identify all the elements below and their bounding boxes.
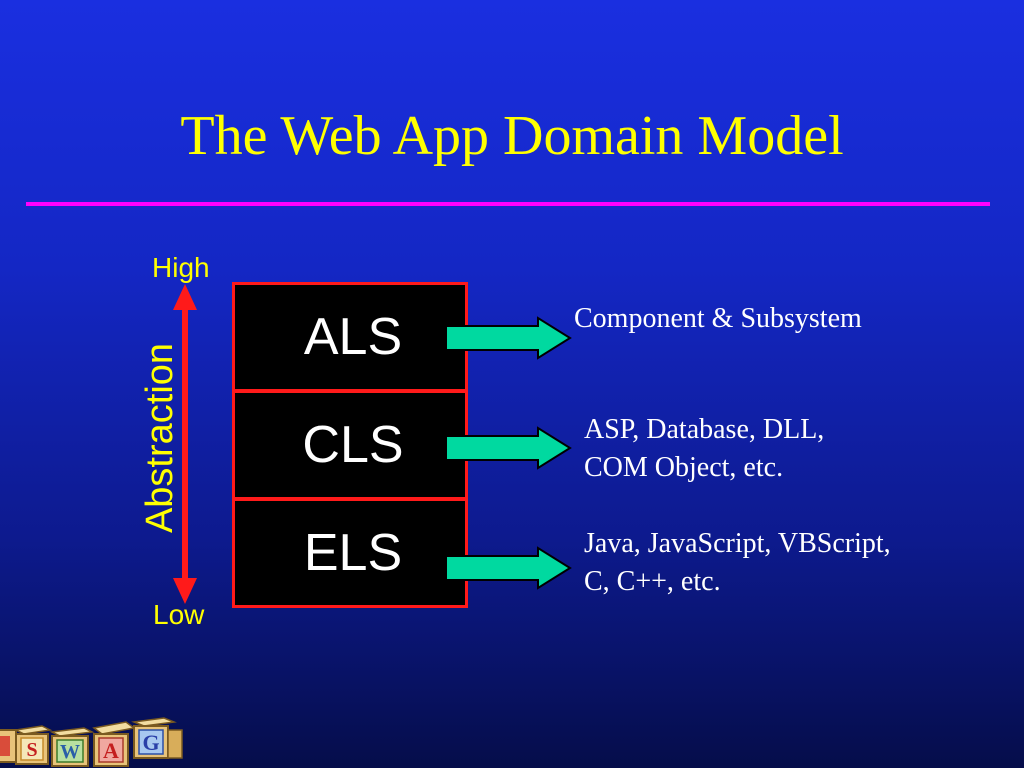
right-arrow-icon <box>445 546 572 590</box>
swag-blocks-logo: S W A G <box>0 717 183 767</box>
right-arrow-icon <box>445 426 572 470</box>
layer-box-cls: CLS <box>232 390 468 500</box>
abstraction-double-arrow <box>173 284 197 604</box>
layer-label-cls: CLS <box>302 416 404 474</box>
description-line: Component & Subsystem <box>574 303 862 334</box>
logo-letter: S <box>26 739 37 761</box>
layer-stack: ALS CLS ELS <box>232 282 468 608</box>
logo-letter: G <box>142 730 159 755</box>
axis-high-label: High <box>152 252 210 283</box>
logo-block-w-icon: W <box>49 727 95 767</box>
layer-description-els: Java, JavaScript, VBScript, C, C++, etc. <box>584 525 891 601</box>
layer-description-als: Component & Subsystem <box>574 300 862 338</box>
logo-block-a-icon: A <box>92 721 136 767</box>
layer-description-cls: ASP, Database, DLL, COM Object, etc. <box>584 411 824 487</box>
logo-letter: W <box>60 741 80 763</box>
description-line: COM Object, etc. <box>584 452 784 483</box>
layer-label-als: ALS <box>303 308 403 366</box>
logo-letter: A <box>103 738 119 763</box>
slide-title: The Web App Domain Model <box>180 105 844 167</box>
layer-box-els: ELS <box>232 498 468 608</box>
axis-low-label: Low <box>153 599 205 630</box>
description-line: ASP, Database, DLL, <box>584 414 825 445</box>
layer-box-als: ALS <box>232 282 468 392</box>
title-divider <box>26 202 990 206</box>
right-arrow-icon <box>445 316 572 360</box>
layer-label-els: ELS <box>303 524 403 582</box>
logo-block-icon <box>0 729 17 763</box>
logo-block-g-icon: G <box>131 717 183 759</box>
description-line: Java, JavaScript, VBScript, <box>584 528 891 559</box>
description-line: C, C++, etc. <box>584 566 721 597</box>
logo-block-s-icon: S <box>13 725 53 765</box>
